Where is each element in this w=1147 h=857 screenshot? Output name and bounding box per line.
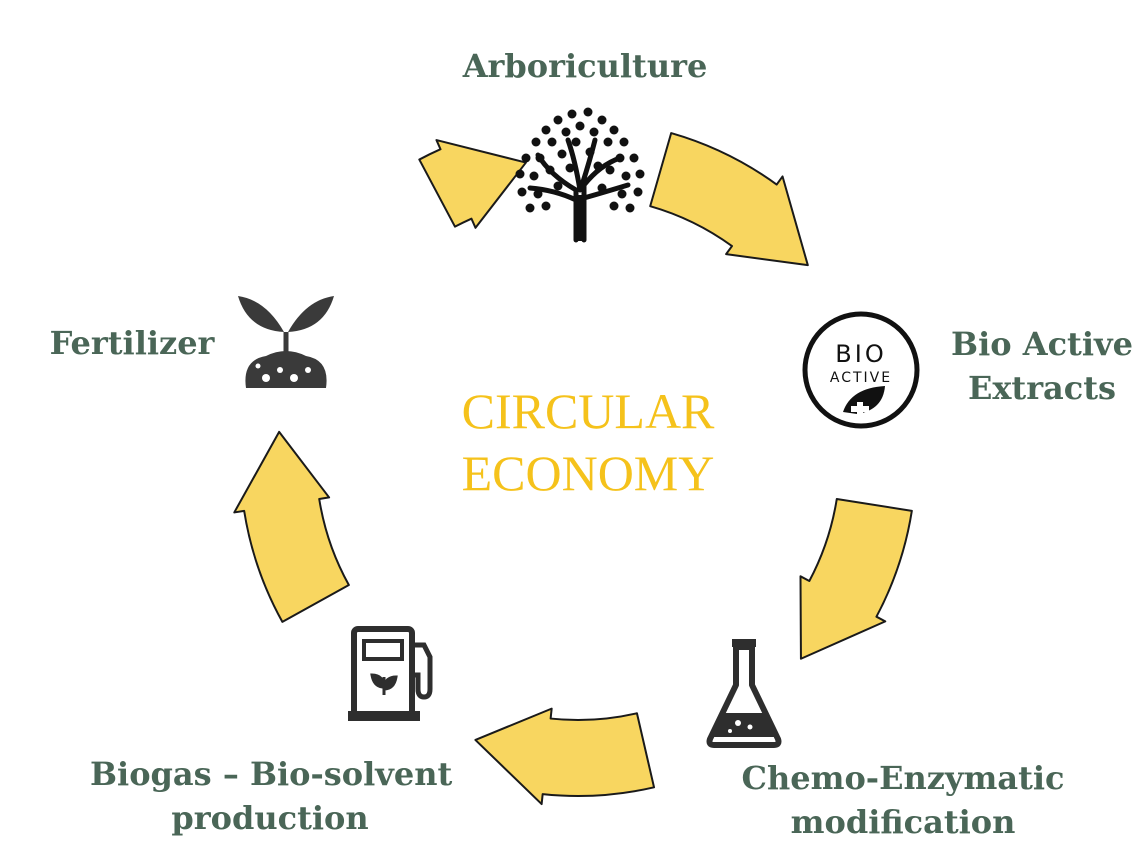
label-fertilizer: Fertilizer	[40, 321, 224, 365]
arrow-biogas-to-fertilizer	[233, 430, 350, 623]
arrow-chemo-to-biogas	[474, 707, 656, 806]
arrow-bio-active-to-chemo	[799, 497, 913, 660]
label-chemo-enzymatic: Chemo-Enzymatic modification	[738, 756, 1068, 844]
sprout-icon	[238, 296, 334, 388]
fuel-pump-icon	[348, 626, 433, 721]
center-title-line2: ECONOMY	[461, 445, 715, 501]
center-title: CIRCULAR ECONOMY	[388, 380, 788, 504]
arrow-fertilizer-to-arboriculture	[418, 139, 527, 229]
tree-icon	[515, 107, 645, 243]
label-chemo-line1: Chemo-Enzymatic	[741, 759, 1065, 797]
label-fertilizer-text: Fertilizer	[49, 324, 215, 362]
badge-text-bio: BIO	[835, 340, 886, 368]
label-chemo-line2: modification	[790, 803, 1016, 841]
bio-active-badge-icon: BIO ACTIVE	[802, 311, 920, 429]
center-title-line1: CIRCULAR	[461, 383, 715, 439]
label-bio-active-line2: Extracts	[967, 369, 1117, 407]
flask-icon	[706, 639, 782, 748]
label-biogas-line2: production	[171, 799, 369, 837]
label-arboriculture-text: Arboriculture	[462, 47, 708, 85]
cycle-arrows	[233, 132, 913, 806]
badge-text-active: ACTIVE	[830, 370, 892, 386]
label-bio-active-line1: Bio Active	[951, 325, 1133, 363]
label-biogas-line1: Biogas – Bio-solvent	[90, 755, 453, 793]
label-biogas-production: Biogas – Bio-solvent production	[90, 752, 453, 840]
label-bio-active-extracts: Bio Active Extracts	[950, 322, 1134, 410]
label-arboriculture: Arboriculture	[440, 44, 730, 88]
arrow-arboriculture-to-bio-active	[649, 132, 809, 267]
